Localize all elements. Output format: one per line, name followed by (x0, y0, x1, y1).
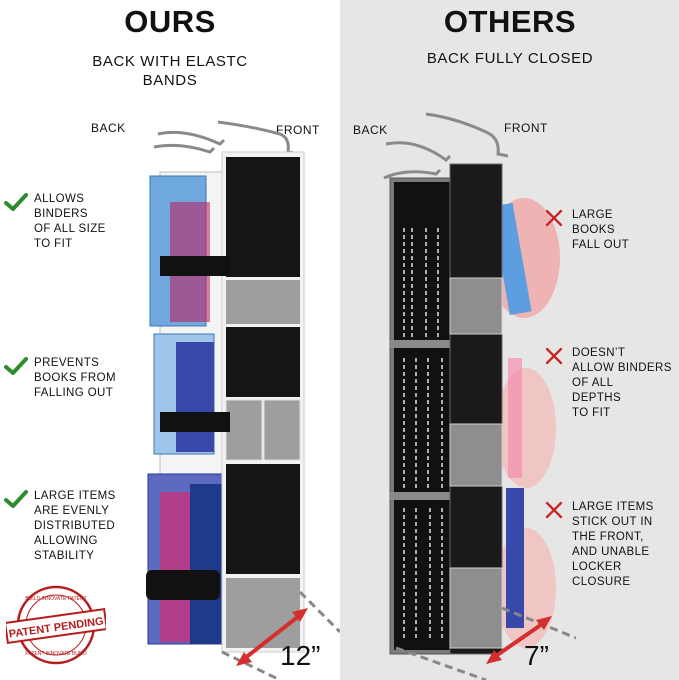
others-issue-2: DOESN’T ALLOW BINDERS OF ALL DEPTHS TO F… (542, 346, 672, 421)
others-panel: OTHERS BACK FULLY CLOSED BACK FRONT (340, 0, 679, 680)
ours-front-label: FRONT (276, 123, 320, 137)
hanger-rod (157, 130, 226, 146)
ours-subtitle-line2: BANDS (142, 72, 198, 89)
others-back-label: BACK (353, 123, 388, 137)
check-icon (4, 357, 28, 375)
others-title: OTHERS (443, 4, 577, 39)
ours-title: OURS (124, 4, 216, 39)
ours-organizer-illustration (146, 120, 340, 680)
width-arrow (488, 618, 550, 662)
ours-feature-3-text: LARGE ITEMS ARE EVENLY DISTRIBUTED ALLOW… (34, 490, 116, 562)
others-issue-3-text: LARGE ITEMS STICK OUT IN THE FRONT, AND … (572, 501, 654, 588)
others-issue-1: LARGE BOOKS FALL OUT (542, 208, 629, 253)
patent-seal-icon: PATENT PENDING BUILD INNOVATE PATENT PAT… (6, 585, 106, 665)
hanger-rod (153, 143, 216, 154)
cross-icon (545, 347, 563, 365)
seal-bottom-text: PATENT INNOVATE BUILD (25, 651, 87, 657)
ours-feature-2: PREVENTS BOOKS FROM FALLING OUT (4, 356, 116, 401)
ours-panel: OURS BACK WITH ELASTC BANDS BACK FRONT A… (0, 4, 340, 680)
hanger-rod (217, 120, 301, 156)
others-issue-2-text: DOESN’T ALLOW BINDERS OF ALL DEPTHS TO F… (572, 347, 672, 419)
ours-subtitle: BACK WITH ELASTC BANDS (0, 52, 340, 90)
others-issue-1-text: LARGE BOOKS FALL OUT (572, 209, 630, 251)
cross-icon (545, 501, 563, 519)
others-width-label: 7” (524, 640, 549, 671)
others-organizer-illustration (383, 112, 576, 680)
ours-width-label: 12” (280, 640, 321, 671)
ours-feature-3: LARGE ITEMS ARE EVENLY DISTRIBUTED ALLOW… (4, 489, 116, 564)
check-icon (4, 193, 28, 211)
others-subtitle: BACK FULLY CLOSED (426, 50, 594, 67)
others-issue-3: LARGE ITEMS STICK OUT IN THE FRONT, AND … (542, 500, 654, 590)
cross-icon (545, 209, 563, 227)
seal-top-text: BUILD INNOVATE PATENT (25, 596, 86, 602)
ours-feature-1-text: ALLOWS BINDERS OF ALL SIZE TO FIT (34, 193, 106, 250)
ours-feature-2-text: PREVENTS BOOKS FROM FALLING OUT (34, 357, 116, 399)
ours-back-label: BACK (91, 121, 126, 135)
others-front-label: FRONT (504, 121, 548, 135)
width-arrow (238, 610, 306, 664)
ours-feature-1: ALLOWS BINDERS OF ALL SIZE TO FIT (4, 192, 106, 252)
check-icon (4, 490, 28, 508)
ours-subtitle-line1: BACK WITH ELASTC (92, 53, 248, 70)
